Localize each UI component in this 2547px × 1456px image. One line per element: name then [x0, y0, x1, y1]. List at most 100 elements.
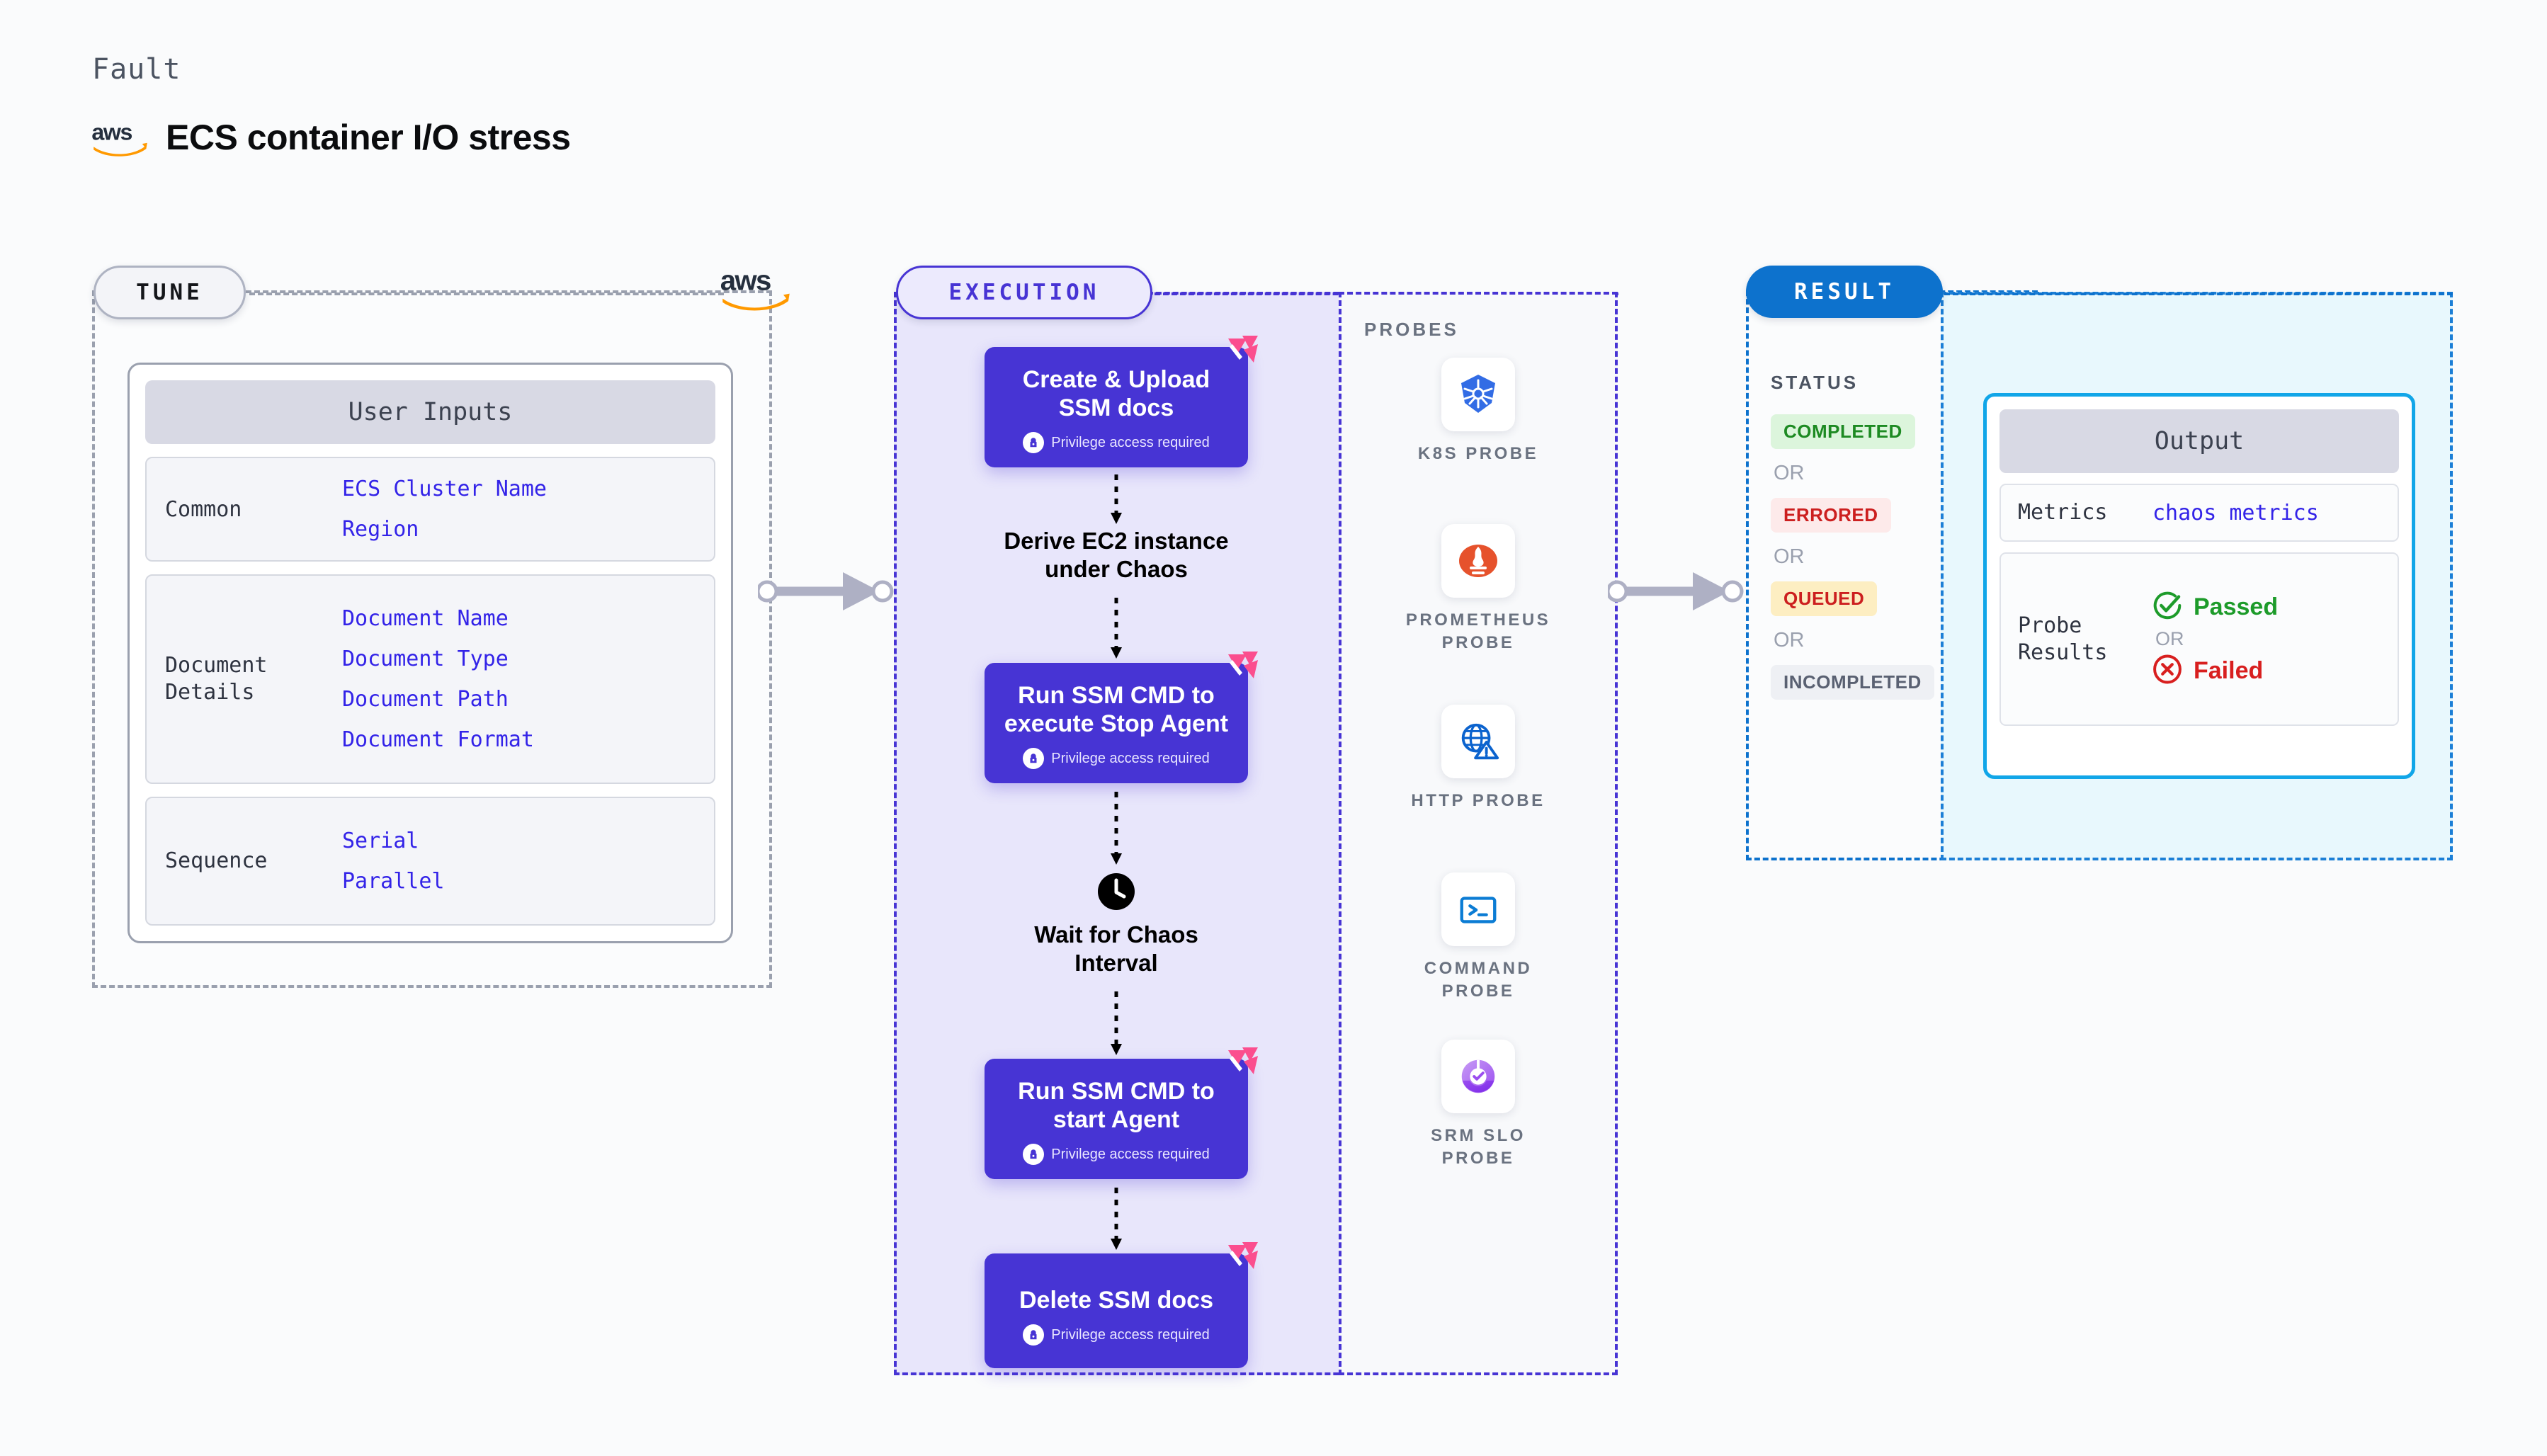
page-eyebrow: Fault	[92, 53, 181, 86]
input-value[interactable]: Document Type	[342, 646, 509, 671]
input-value[interactable]: ECS Cluster Name	[342, 477, 547, 502]
lock-icon	[1023, 432, 1045, 454]
page-title: ECS container I/O stress	[166, 118, 571, 157]
privilege-note: Privilege access required	[992, 748, 1241, 770]
status-badge-completed: COMPLETED	[1771, 414, 1915, 449]
litmus-flag-icon	[1225, 1047, 1258, 1077]
x-circle-icon	[2152, 654, 2182, 688]
privilege-note: Privilege access required	[992, 1324, 1241, 1346]
status-label: STATUS	[1771, 372, 1859, 393]
clock-icon	[1097, 872, 1135, 911]
output-metrics-label: Metrics	[2018, 500, 2108, 525]
input-value[interactable]: Region	[342, 517, 419, 542]
tune-aws-logo: aws	[719, 262, 793, 312]
flow-step-wait-for-chaos-interval: Wait for Chaos Interval	[1034, 921, 1198, 976]
input-group-sequence: Sequence Serial Parallel	[145, 796, 715, 926]
probe-results-values: Passed OR Failed	[2152, 591, 2278, 688]
status-badge-queued: QUEUED	[1771, 581, 1878, 616]
litmus-flag-icon	[1225, 336, 1258, 365]
privilege-label: Privilege access required	[1051, 434, 1210, 450]
input-value[interactable]: Serial	[342, 828, 419, 853]
flow-arrow	[1108, 991, 1125, 1057]
failed-label: Failed	[2194, 657, 2264, 684]
page-title-row: aws ECS container I/O stress	[91, 117, 571, 158]
aws-logo: aws	[91, 118, 150, 157]
flow-step-run-ssm-cmd-start-agent[interactable]: Run SSM CMD to start Agent Privilege acc…	[985, 1047, 1258, 1180]
svg-text:aws: aws	[720, 264, 771, 296]
lock-icon	[1023, 748, 1045, 770]
execution-badge[interactable]: EXECUTION	[896, 266, 1152, 319]
output-probe-results-label: Probe Results	[2018, 613, 2108, 665]
probe-k8s[interactable]: K8S PROBE	[1406, 358, 1550, 465]
passed-label: Passed	[2194, 593, 2279, 620]
probe-prometheus[interactable]: PROMETHEUS PROBE	[1406, 524, 1550, 655]
input-group-common: Common ECS Cluster Name Region	[145, 457, 715, 562]
lock-icon	[1023, 1144, 1045, 1166]
status-badge-errored: ERRORED	[1771, 498, 1891, 533]
output-row-metrics: Metrics chaos metrics	[1999, 484, 2399, 542]
probe-label: SRM SLO PROBE	[1431, 1126, 1526, 1168]
litmus-flag-icon	[1225, 652, 1258, 681]
privilege-label: Privilege access required	[1051, 1326, 1210, 1343]
user-inputs-card: User Inputs Common ECS Cluster Name Regi…	[127, 363, 733, 943]
execution-flow: Create & Upload SSM docs Privilege acces…	[894, 292, 1339, 1375]
probe-command[interactable]: COMMAND PROBE	[1406, 872, 1550, 1003]
input-group-document-details: Document Details Document Name Document …	[145, 574, 715, 784]
input-value[interactable]: Document Format	[342, 727, 534, 752]
input-value[interactable]: Document Name	[342, 605, 509, 631]
flow-step-create-upload-ssm-docs[interactable]: Create & Upload SSM docs Privilege acces…	[985, 336, 1258, 468]
input-group-values: Serial Parallel	[342, 829, 445, 894]
input-group-label: Document Details	[165, 653, 268, 705]
litmus-flag-icon	[1225, 1242, 1258, 1272]
probe-result-failed: Failed	[2152, 654, 2278, 688]
output-row-probe-results: Probe Results Passed OR	[1999, 552, 2399, 726]
probe-label: K8S PROBE	[1417, 444, 1539, 463]
http-globe-warning-icon	[1441, 705, 1515, 778]
user-inputs-title: User Inputs	[145, 380, 715, 445]
privilege-label: Privilege access required	[1051, 750, 1210, 766]
flow-step-delete-ssm-docs[interactable]: Delete SSM docs Privilege access require…	[985, 1242, 1258, 1369]
flow-step-title: Run SSM CMD to execute Stop Agent	[1004, 682, 1229, 738]
status-list: COMPLETED OR ERRORED OR QUEUED OR INCOMP…	[1771, 414, 1976, 700]
result-badge[interactable]: RESULT	[1746, 266, 1943, 318]
input-value[interactable]: Parallel	[342, 868, 445, 894]
input-value[interactable]: Document Path	[342, 686, 509, 712]
probe-srm-slo[interactable]: SRM SLO PROBE	[1406, 1040, 1550, 1171]
probe-label: PROMETHEUS PROBE	[1405, 610, 1551, 653]
tune-badge[interactable]: TUNE	[93, 266, 246, 319]
connector-tune-to-execution	[756, 567, 907, 616]
flow-step-title: Delete SSM docs	[1019, 1287, 1213, 1314]
probes-section-container	[1339, 292, 1618, 1375]
privilege-note: Privilege access required	[992, 1144, 1241, 1166]
flow-step-title: Run SSM CMD to start Agent	[1018, 1078, 1215, 1134]
probe-http[interactable]: HTTP PROBE	[1406, 705, 1550, 812]
input-group-values: ECS Cluster Name Region	[342, 477, 547, 542]
svg-text:aws: aws	[91, 120, 132, 145]
output-card: Output Metrics chaos metrics Probe Resul…	[1983, 393, 2415, 779]
flow-step-title: Create & Upload SSM docs	[1022, 366, 1210, 422]
input-group-label: Sequence	[165, 848, 268, 874]
flow-step-run-ssm-cmd-stop-agent[interactable]: Run SSM CMD to execute Stop Agent Privil…	[985, 652, 1258, 784]
input-group-label: Common	[165, 496, 242, 522]
input-group-values: Document Name Document Type Document Pat…	[342, 606, 534, 752]
status-badge-incompleted: INCOMPLETED	[1771, 665, 1934, 700]
flow-arrow	[1108, 598, 1125, 660]
srm-slo-icon	[1441, 1040, 1515, 1113]
probe-label: HTTP PROBE	[1411, 791, 1545, 810]
probes-label: PROBES	[1364, 319, 1459, 340]
check-circle-icon	[2152, 591, 2182, 624]
kubernetes-icon	[1441, 358, 1515, 431]
lock-icon	[1023, 1324, 1045, 1346]
status-or: OR	[1774, 462, 1805, 484]
tune-badge-connector	[249, 292, 724, 295]
status-or: OR	[1774, 545, 1805, 568]
flow-arrow	[1108, 474, 1125, 525]
result-badge-connector	[1944, 292, 2453, 295]
connector-execution-to-result	[1606, 567, 1757, 616]
status-or: OR	[1774, 629, 1805, 652]
output-title: Output	[1999, 409, 2399, 473]
prometheus-icon	[1441, 524, 1515, 598]
output-metrics-value[interactable]: chaos metrics	[2152, 500, 2319, 525]
privilege-note: Privilege access required	[992, 432, 1241, 454]
terminal-icon	[1441, 872, 1515, 946]
